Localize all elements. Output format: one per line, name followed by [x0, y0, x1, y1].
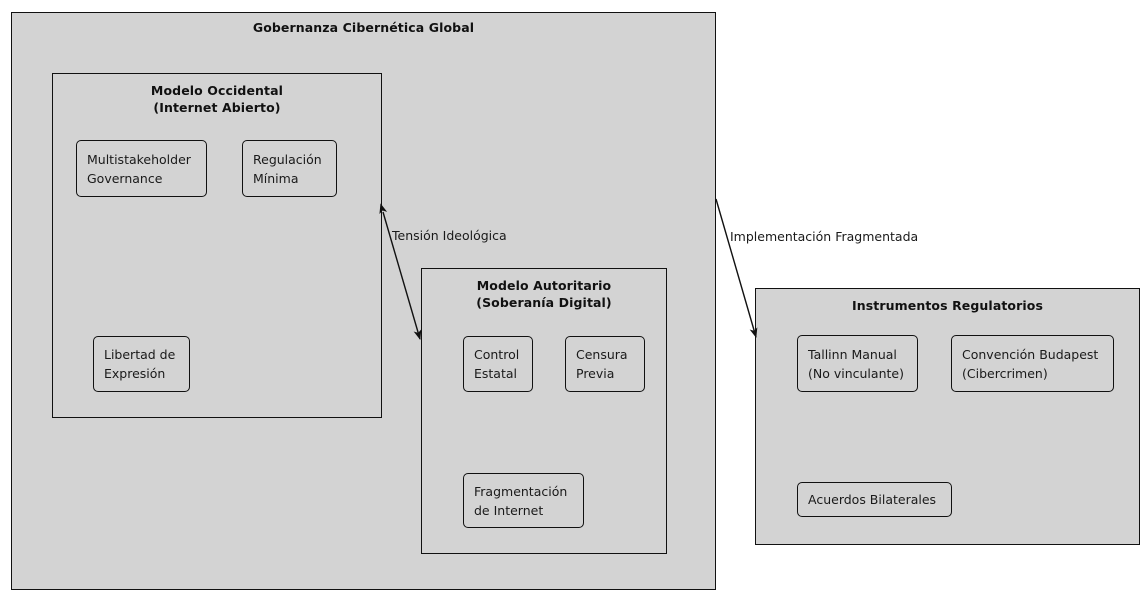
node-minimal-regulation[interactable]: Regulación Mínima	[242, 140, 337, 197]
node-tallinn-manual-line2: (No vinculante)	[808, 365, 904, 381]
edge-fragmented-implementation	[715, 198, 758, 338]
node-state-control-line2: Estatal	[474, 366, 518, 381]
node-minimal-regulation-line1: Regulación	[253, 151, 322, 167]
container-regulatory-instruments-title: Instrumentos Regulatorios	[852, 298, 1043, 313]
authoritarian-model-title-line1: Modelo Autoritario	[476, 278, 612, 293]
edge-label-ideological-tension: Tensión Ideológica	[392, 228, 507, 243]
node-freedom-of-expression-line1: Libertad de	[104, 347, 176, 362]
node-multistakeholder-governance[interactable]: Multistakeholder Governance	[76, 140, 207, 197]
node-budapest-convention-line2: (Cibercrimen)	[962, 365, 1048, 381]
node-tallinn-manual[interactable]: Tallinn Manual (No vinculante)	[797, 335, 918, 392]
edge-label-fragmented-implementation: Implementación Fragmentada	[730, 229, 919, 244]
node-internet-fragmentation[interactable]: Fragmentación de Internet	[463, 473, 584, 528]
node-tallinn-manual-line1: Tallinn Manual	[808, 346, 897, 362]
node-state-control[interactable]: Control Estatal	[463, 336, 533, 392]
container-western-model-title: Modelo Occidental (Internet Abierto)	[53, 82, 381, 116]
authoritarian-model-title-line2: (Soberanía Digital)	[476, 295, 612, 310]
western-model-title-line1: Modelo Occidental	[150, 83, 284, 98]
node-freedom-of-expression-line2: Expresión	[104, 366, 166, 381]
node-prior-censorship[interactable]: Censura Previa	[565, 336, 645, 392]
node-budapest-convention[interactable]: Convención Budapest (Cibercrimen)	[951, 335, 1114, 392]
container-global-cyber-governance-title: Gobernanza Cibernética Global	[252, 20, 475, 35]
western-model-title-line2: (Internet Abierto)	[153, 100, 281, 115]
node-minimal-regulation-line2: Mínima	[253, 170, 299, 186]
node-internet-fragmentation-line2: de Internet	[474, 502, 544, 518]
node-prior-censorship-line2: Previa	[576, 366, 615, 381]
node-bilateral-agreements-line1: Acuerdos Bilaterales	[808, 492, 937, 507]
node-multistakeholder-governance-line1: Multistakeholder	[87, 151, 191, 167]
node-state-control-line1: Control	[474, 347, 520, 362]
node-bilateral-agreements[interactable]: Acuerdos Bilaterales	[797, 482, 952, 517]
node-freedom-of-expression[interactable]: Libertad de Expresión	[93, 336, 190, 392]
node-prior-censorship-line1: Censura	[576, 347, 628, 362]
node-budapest-convention-line1: Convención Budapest	[962, 346, 1099, 362]
node-multistakeholder-governance-line2: Governance	[87, 170, 163, 186]
container-authoritarian-model-title: Modelo Autoritario (Soberanía Digital)	[422, 277, 666, 311]
node-internet-fragmentation-line1: Fragmentación	[474, 483, 568, 499]
